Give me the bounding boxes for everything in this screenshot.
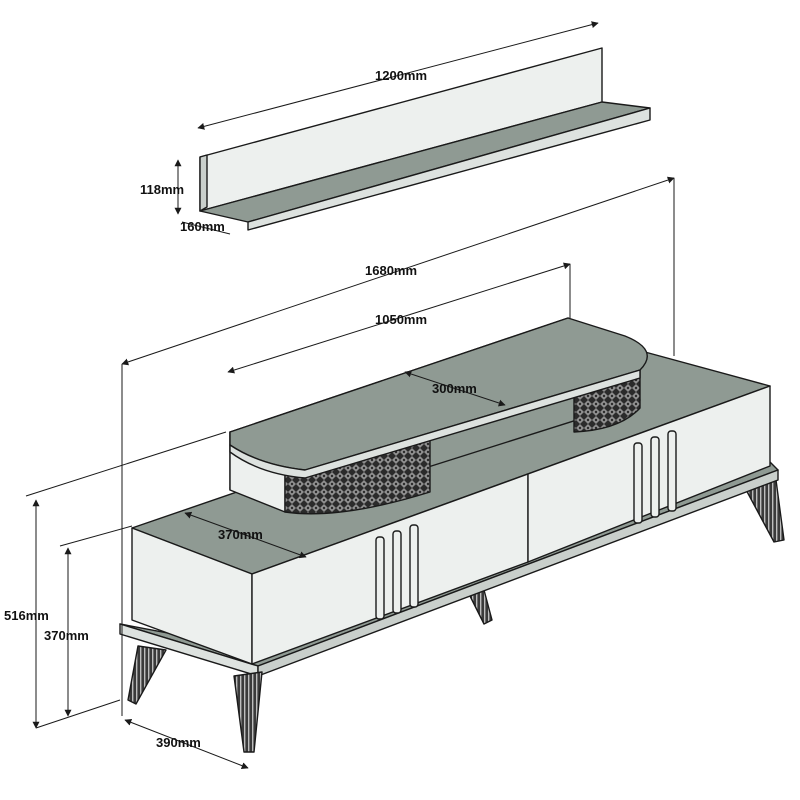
handles-left [375, 524, 419, 620]
cabinet-door-right [527, 385, 771, 563]
handles-right [633, 430, 677, 524]
dim-base-height: 370mm [44, 628, 89, 643]
dimension-lines [25, 21, 675, 769]
dim-top-width: 1050mm [375, 312, 427, 327]
dim-shelf-depth: 160mm [180, 219, 225, 234]
dim-unit-height: 516mm [4, 608, 49, 623]
dim-leg-depth: 390mm [156, 735, 201, 750]
dim-shelf-height: 118mm [140, 182, 184, 197]
riser-top-board-edge [229, 369, 641, 479]
dim-top-depth: 300mm [432, 381, 477, 396]
dim-shelf-width: 1200mm [375, 68, 427, 83]
leg-front-left [127, 645, 167, 705]
shelf-end-left [199, 154, 208, 212]
dim-base-depth: 370mm [218, 527, 263, 542]
leg-front-center [233, 671, 263, 753]
dimension-labels: 1200mm 118mm 160mm 1680mm 1050mm 300mm 3… [4, 68, 477, 750]
dim-unit-width: 1680mm [365, 263, 417, 278]
